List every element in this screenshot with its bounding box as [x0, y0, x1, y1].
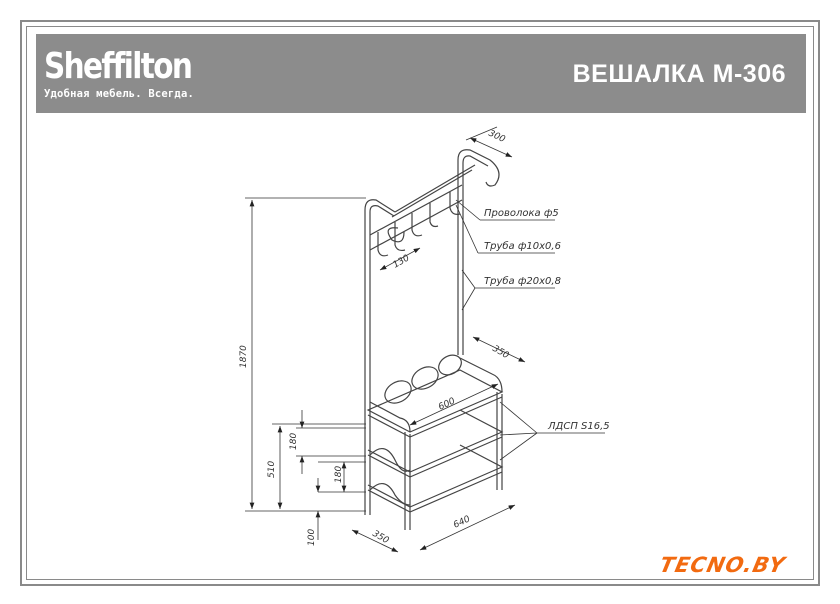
callout-wire: Проволока ф5 — [484, 208, 559, 219]
callout-tube-small: Труба ф10х0,6 — [484, 240, 561, 252]
dim-top-depth: 300 — [487, 129, 507, 145]
brand-tagline: Удобная мебель. Всегда. — [44, 88, 194, 100]
callout-tube-large: Труба ф20х0,8 — [484, 275, 561, 287]
callout-shelf-material: ЛДСП S16,5 — [547, 421, 610, 432]
dim-shelf-depth-top: 350 — [491, 344, 511, 361]
dim-base-width: 640 — [452, 514, 472, 530]
dim-shelf-block-height: 510 — [267, 461, 277, 478]
dim-total-height: 1870 — [239, 345, 249, 368]
page-border-inner — [26, 26, 814, 580]
brand-logo: Sheffilton Удобная мебель. Всегда. — [44, 46, 224, 101]
page-border — [20, 20, 820, 586]
dim-bottom-clearance: 100 — [307, 529, 317, 546]
rack-frame — [364, 149, 504, 530]
product-title: ВЕШАЛКА М-306 — [572, 60, 786, 88]
dim-shelf-gap-1: 180 — [289, 433, 299, 450]
brand-name: Sheffilton — [44, 46, 193, 87]
header-bar: Sheffilton Удобная мебель. Всегда. ВЕШАЛ… — [36, 34, 806, 113]
dimension-lines — [245, 126, 605, 553]
watermark-logo: TECNO.BY — [657, 553, 788, 577]
dimension-labels: 300 130 1870 350 600 510 180 180 100 350… — [239, 129, 610, 547]
dim-shelf-width-top: 600 — [437, 396, 457, 412]
dim-hook-spacing: 130 — [392, 253, 412, 270]
dim-shelf-gap-2: 180 — [334, 466, 344, 483]
